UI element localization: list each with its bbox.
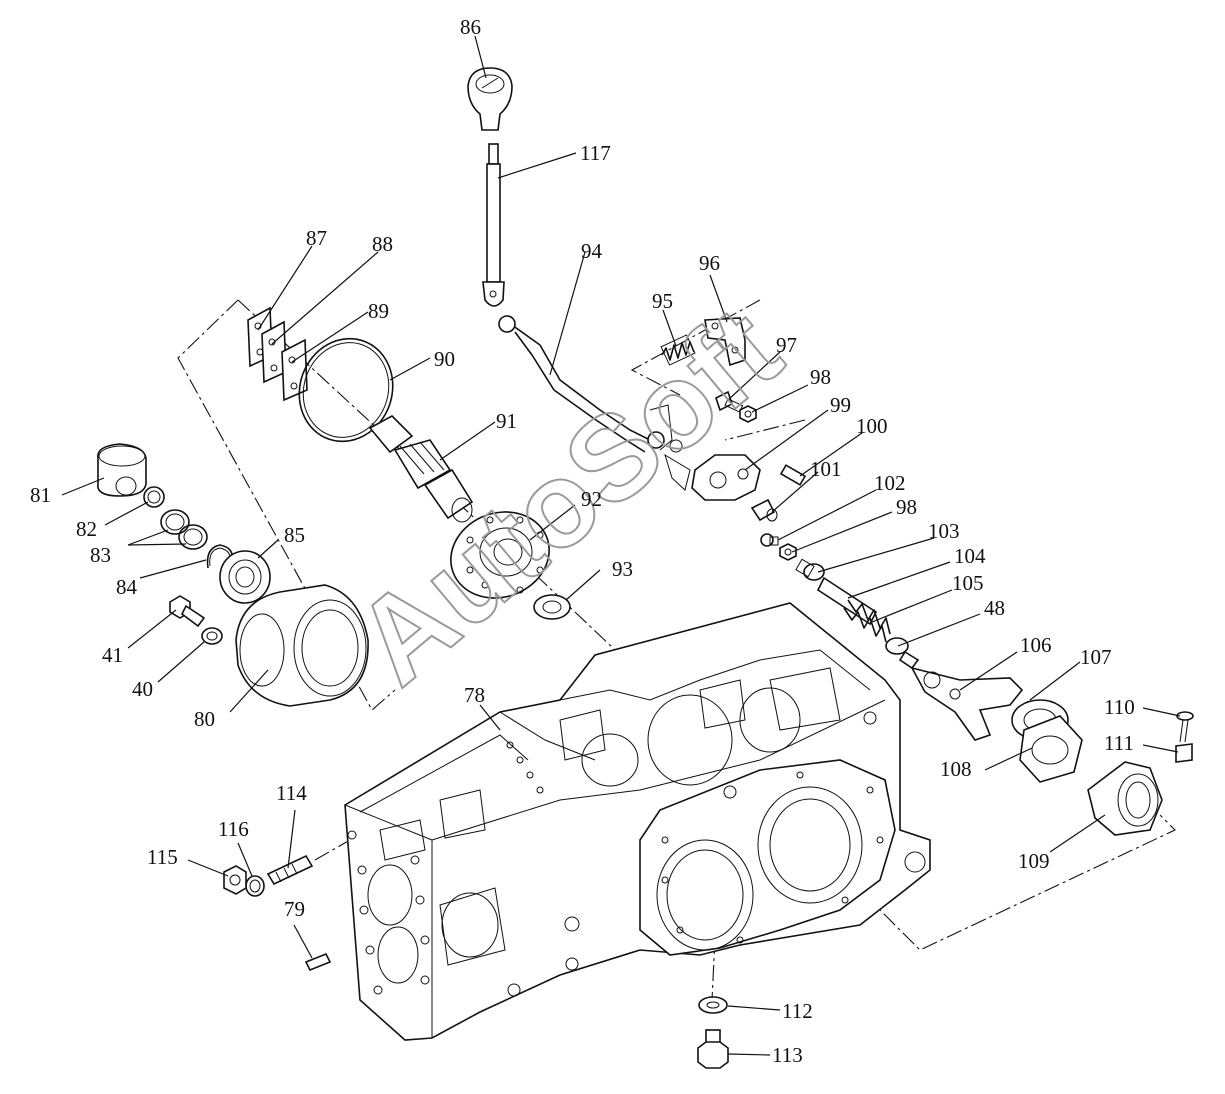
gear-shaft-91	[368, 415, 474, 523]
washer-82	[143, 486, 165, 508]
callout-115: 115	[147, 845, 178, 869]
shift-rod-104	[816, 576, 878, 626]
nut-98-upper	[739, 405, 757, 423]
transmission-housing	[344, 602, 931, 1041]
callout-97: 97	[776, 333, 797, 357]
callout-83: 83	[90, 543, 111, 567]
callout-110: 110	[1104, 695, 1135, 719]
shifter-plate	[691, 454, 761, 501]
screw-110	[1176, 711, 1194, 743]
dowel-pin-79	[304, 952, 332, 972]
callout-113: 113	[772, 1043, 803, 1067]
bolt-41	[169, 595, 206, 628]
callout-87: 87	[306, 226, 327, 250]
callout-93: 93	[612, 557, 633, 581]
shift-fork	[910, 666, 1024, 741]
callout-85: 85	[284, 523, 305, 547]
detent-spring-105	[843, 599, 891, 643]
callout-89: 89	[368, 299, 389, 323]
washer-116	[245, 875, 265, 897]
shim-pair-83	[160, 509, 208, 550]
gear-lever-rod	[482, 143, 505, 307]
differential-92	[450, 511, 550, 599]
callout-103: 103	[928, 519, 960, 543]
callout-80: 80	[194, 707, 215, 731]
gear-knob	[467, 67, 513, 131]
callout-102: 102	[874, 471, 906, 495]
callout-108: 108	[940, 757, 972, 781]
ball-102	[760, 533, 779, 547]
callout-88: 88	[372, 232, 393, 256]
callout-101: 101	[810, 457, 842, 481]
shift-lever	[498, 315, 691, 491]
bolt-97	[715, 390, 744, 413]
callout-98-lower: 98	[896, 495, 917, 519]
callout-78: 78	[464, 683, 485, 707]
stud-114	[266, 854, 314, 886]
callout-116: 116	[218, 817, 249, 841]
callout-95: 95	[652, 289, 673, 313]
callout-100: 100	[856, 414, 888, 438]
bearing-85	[219, 550, 271, 604]
callout-96: 96	[699, 251, 720, 275]
callout-107: 107	[1080, 645, 1112, 669]
callout-99: 99	[830, 393, 851, 417]
callout-79: 79	[284, 897, 305, 921]
callout-111: 111	[1104, 731, 1134, 755]
callout-40: 40	[132, 677, 153, 701]
nut-115	[223, 865, 247, 895]
o-ring-103	[795, 558, 825, 581]
lock-clip-111	[1175, 743, 1193, 763]
callout-114: 114	[276, 781, 307, 805]
callout-48: 48	[984, 596, 1005, 620]
callout-labels: 86 117 87 88 89 90 91 94 95 96 97 98 99 …	[30, 15, 1135, 1067]
callout-81: 81	[30, 483, 51, 507]
shim-89	[281, 338, 308, 402]
callout-106: 106	[1020, 633, 1052, 657]
callout-84: 84	[116, 575, 138, 599]
callout-117: 117	[580, 141, 611, 165]
callout-104: 104	[954, 544, 986, 568]
nut-98-lower	[779, 543, 797, 561]
lock-washer-40	[201, 627, 223, 645]
leader-lines	[61, 35, 1181, 1056]
callout-92: 92	[581, 487, 602, 511]
callout-90: 90	[434, 347, 455, 371]
o-ring-90	[298, 337, 394, 443]
callout-91: 91	[496, 409, 517, 433]
callout-86: 86	[460, 15, 481, 39]
callout-112: 112	[782, 999, 813, 1023]
drain-plug-113	[697, 1029, 729, 1069]
pin-101	[750, 498, 778, 522]
bearing-carrier-80	[235, 584, 369, 707]
washer-112	[698, 996, 728, 1014]
callout-41: 41	[102, 643, 123, 667]
o-ring-48	[885, 637, 920, 670]
splined-hub-109	[1087, 761, 1163, 836]
dog-clutch-108	[1019, 715, 1083, 783]
callout-94: 94	[581, 239, 603, 263]
bearing-93	[533, 594, 571, 620]
callout-82: 82	[76, 517, 97, 541]
callout-109: 109	[1018, 849, 1050, 873]
spring-bracket	[704, 317, 746, 367]
callout-98-upper: 98	[810, 365, 831, 389]
pin-100	[779, 464, 807, 486]
bushing-81	[97, 443, 147, 497]
callout-105: 105	[952, 571, 984, 595]
